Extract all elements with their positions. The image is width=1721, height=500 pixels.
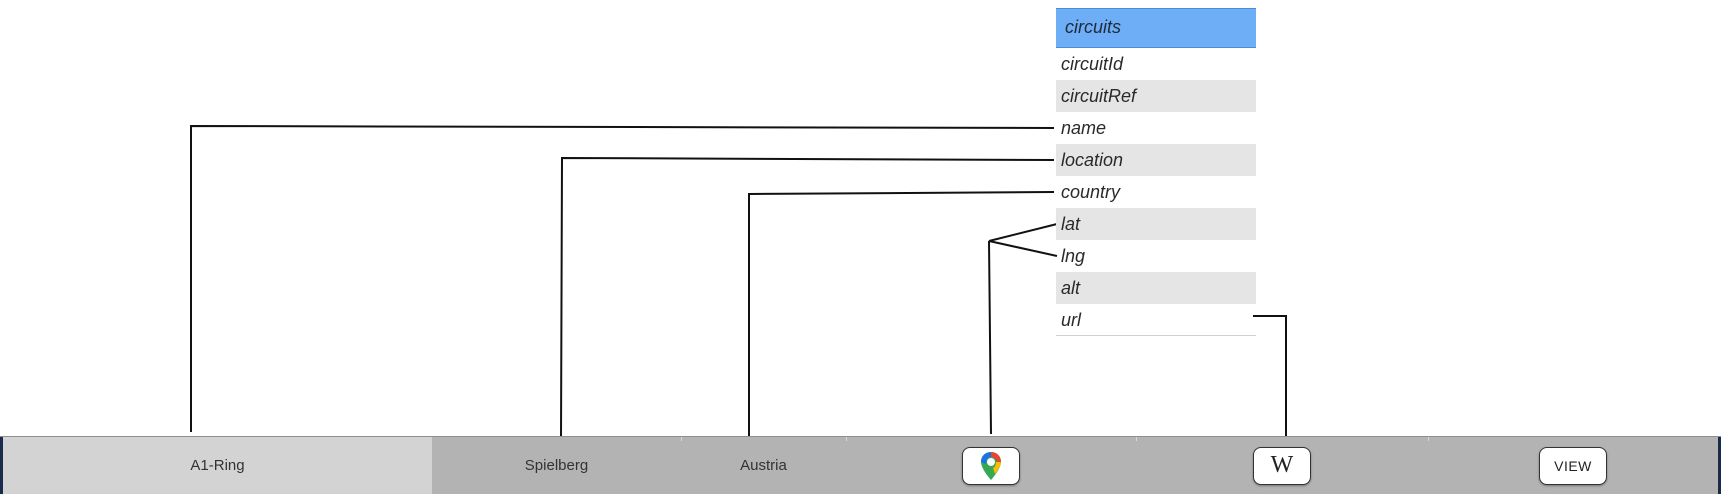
circuit-location: Spielberg [524, 457, 589, 474]
circuits-schema-table: circuits circuitId circuitRef name locat… [1056, 8, 1256, 336]
bar-divider [1136, 437, 1137, 441]
circuit-wiki-cell: W [1136, 437, 1428, 494]
circuit-country: Austria [740, 457, 787, 474]
google-maps-pin-icon [981, 451, 1001, 480]
field-country: country [1061, 182, 1121, 202]
bar-divider [681, 437, 682, 441]
field-circuitId: circuitId [1061, 54, 1124, 74]
circuit-row-bar: A1-Ring Spielberg Austria W VIEW [0, 436, 1721, 494]
map-button[interactable] [962, 446, 1020, 485]
circuit-location-cell: Spielberg [432, 437, 681, 494]
view-button[interactable]: VIEW [1539, 446, 1607, 485]
connector-geo [988, 240, 992, 435]
connector-lat [988, 223, 1058, 242]
bar-right-edge [1718, 437, 1721, 494]
circuit-map-cell [846, 437, 1136, 494]
circuit-country-cell: Austria [681, 437, 846, 494]
field-location: location [1056, 144, 1256, 176]
bar-left-edge [0, 437, 3, 494]
connector-lng [988, 240, 1058, 257]
schema-title: circuits [1056, 8, 1256, 48]
field-name: name [1061, 118, 1107, 138]
connector-country [748, 191, 1055, 436]
circuit-name: A1-Ring [190, 457, 245, 474]
wikipedia-button[interactable]: W [1253, 446, 1311, 485]
connector-name [190, 124, 1055, 432]
connector-location [560, 156, 1055, 439]
circuit-name-cell: A1-Ring [3, 437, 432, 494]
field-alt: alt [1056, 272, 1256, 304]
field-lng: lng [1061, 246, 1086, 266]
bar-divider [1428, 437, 1429, 441]
connector-url [1253, 315, 1287, 436]
field-url: url [1056, 304, 1256, 336]
field-circuitRef: circuitRef [1056, 80, 1256, 112]
wikipedia-icon: W [1270, 452, 1294, 478]
circuit-view-cell: VIEW [1428, 437, 1718, 494]
view-button-label: VIEW [1554, 457, 1592, 474]
bar-divider [846, 437, 847, 441]
field-lat: lat [1056, 208, 1256, 240]
